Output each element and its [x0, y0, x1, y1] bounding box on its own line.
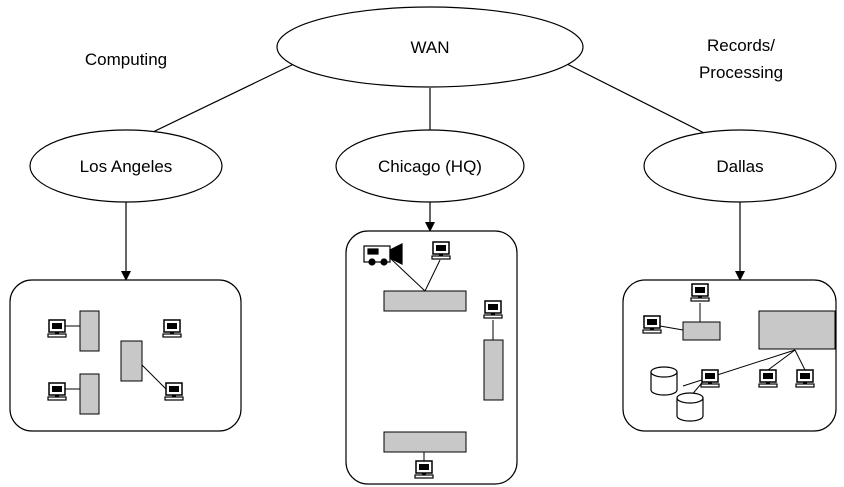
computer-icon: [642, 315, 662, 334]
site-label-los-angeles: Los Angeles: [80, 157, 173, 176]
site-label-dallas: Dallas: [716, 157, 763, 176]
disk-storage-icon: [650, 366, 678, 396]
wan-hub: WAN: [276, 6, 584, 88]
dallas-device-1: [682, 321, 721, 341]
chicago-device-3: [383, 431, 467, 453]
lan-box-dallas: [622, 279, 837, 432]
computer-icon: [795, 369, 815, 388]
computer-icon: [758, 369, 778, 388]
computer-icon: [414, 460, 434, 479]
lan-dallas: [622, 279, 837, 432]
records-annotation-line1: Records/: [707, 36, 775, 55]
chicago-device-1: [383, 290, 467, 312]
computer-icon: [690, 283, 710, 302]
computer-icon: [431, 241, 451, 260]
chicago-device-2: [483, 339, 504, 401]
computer-icon: [47, 319, 67, 338]
site-los-angeles: Los Angeles: [29, 129, 223, 203]
site-arrows: [121, 202, 745, 281]
chicago-links: [389, 257, 494, 462]
computing-annotation: Computing: [85, 50, 167, 69]
computer-icon: [483, 300, 503, 319]
site-dallas: Dallas: [643, 129, 837, 203]
la-device-2: [79, 373, 100, 415]
la-device-3: [120, 340, 143, 382]
lan-chicago: [345, 230, 518, 485]
site-chicago: Chicago (HQ): [335, 129, 525, 203]
video-camera-icon: [363, 243, 403, 266]
link-wan-dallas: [564, 62, 729, 146]
computer-icon: [47, 382, 67, 401]
dallas-device-2: [758, 310, 836, 350]
records-annotation-line2: Processing: [699, 63, 783, 82]
computer-icon: [164, 382, 184, 401]
lan-los-angeles: [9, 279, 242, 432]
computer-icon: [700, 369, 720, 388]
computer-icon: [162, 319, 182, 338]
wan-label: WAN: [410, 38, 449, 57]
la-device-1: [79, 310, 100, 352]
la-links: [65, 325, 167, 390]
disk-storage-icon: [676, 392, 704, 422]
site-label-chicago: Chicago (HQ): [378, 157, 482, 176]
